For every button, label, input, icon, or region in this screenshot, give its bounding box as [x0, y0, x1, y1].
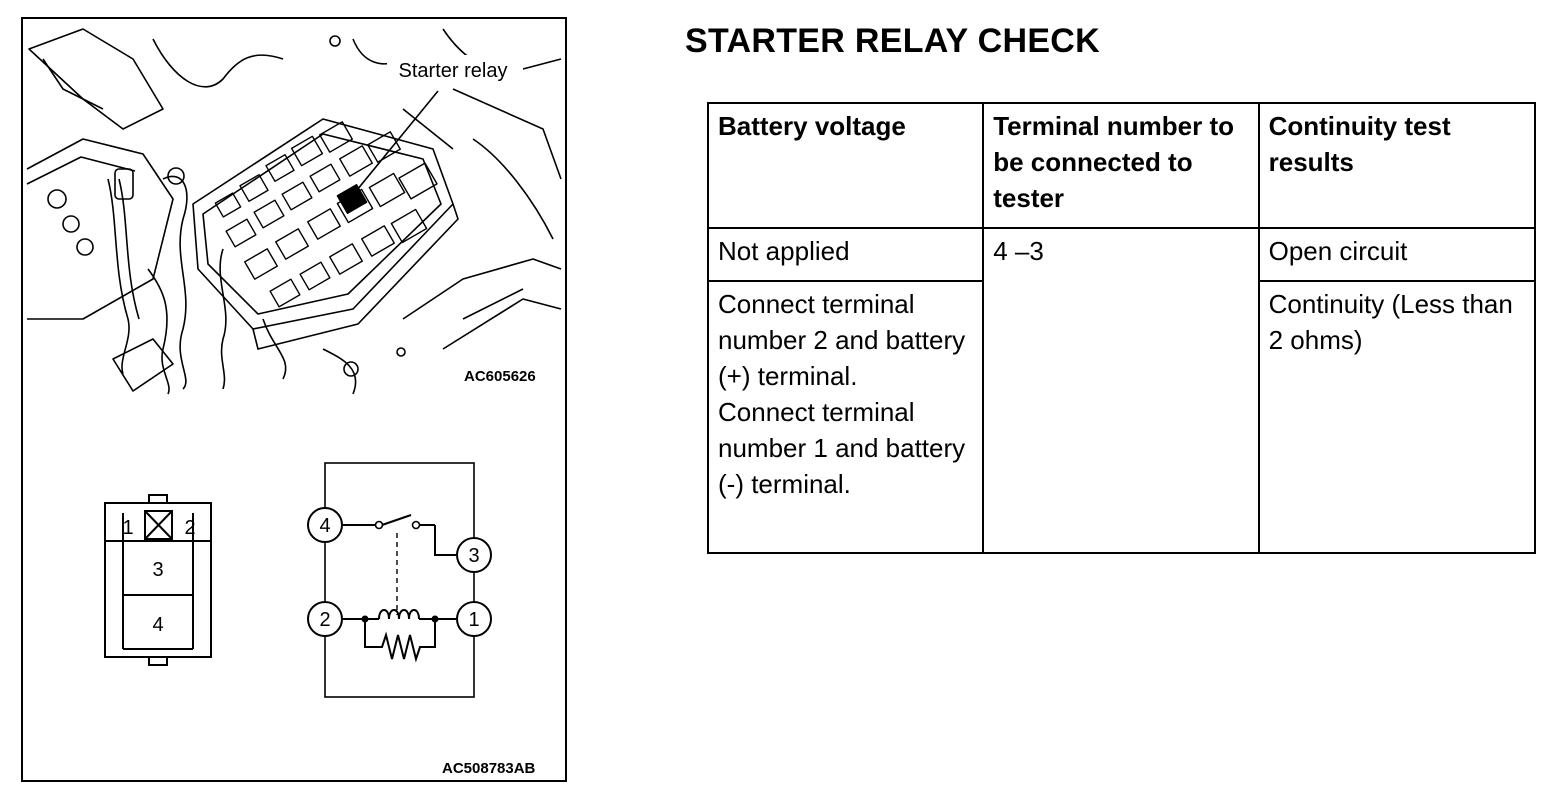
- cell-result: Continuity (Less than 2 ohms): [1257, 280, 1537, 554]
- terminal-4-label: 4: [319, 515, 330, 537]
- terminal-4-circle: [307, 507, 343, 543]
- table-row: Not applied 4 –3 Open circuit: [706, 227, 1537, 554]
- cell-battery-voltage: Connect terminal number 2 and battery (+…: [706, 280, 985, 554]
- terminal-1-circle: [456, 601, 492, 637]
- figure-frame: Starter relay 1 2 3 4 4 3 2 1 AC605626 A…: [21, 17, 567, 782]
- connector-pin-4: 4: [152, 614, 163, 636]
- header-terminal-number: Terminal number to be connected to teste…: [982, 102, 1260, 229]
- figure-code-top: AC605626: [464, 368, 536, 385]
- page-title: STARTER RELAY CHECK: [685, 22, 1101, 60]
- instruction-line: Connect terminal number 2 and battery (+…: [718, 289, 966, 391]
- cell-terminals: 4 –3: [982, 227, 1260, 554]
- starter-relay-callout: Starter relay: [399, 60, 508, 82]
- cell-result: Open circuit: [1257, 227, 1537, 282]
- header-continuity-result: Continuity test results: [1257, 102, 1537, 229]
- instruction-line: Connect terminal number 1 and battery (-…: [718, 397, 966, 499]
- terminal-3-circle: [456, 537, 492, 573]
- header-battery-voltage: Battery voltage: [706, 102, 985, 229]
- terminal-2-circle: [307, 601, 343, 637]
- terminal-3-label: 3: [468, 545, 479, 567]
- figure-code-bottom: AC508783AB: [442, 760, 536, 777]
- engine-bay-illustration: Starter relay 1 2 3 4 4 3 2 1: [26, 28, 562, 698]
- cell-battery-voltage: Not applied: [706, 227, 985, 282]
- connector-pin-1: 1: [122, 517, 133, 539]
- terminal-1-label: 1: [468, 609, 479, 631]
- connector-pin-2: 2: [184, 517, 195, 539]
- terminal-2-label: 2: [319, 609, 330, 631]
- starter-relay-check-table: Battery voltage Terminal number to be co…: [706, 102, 1537, 554]
- connector-pin-3: 3: [152, 559, 163, 581]
- table-row: Connect terminal number 2 and battery (+…: [706, 280, 1537, 554]
- table-header-row: Battery voltage Terminal number to be co…: [706, 102, 1537, 229]
